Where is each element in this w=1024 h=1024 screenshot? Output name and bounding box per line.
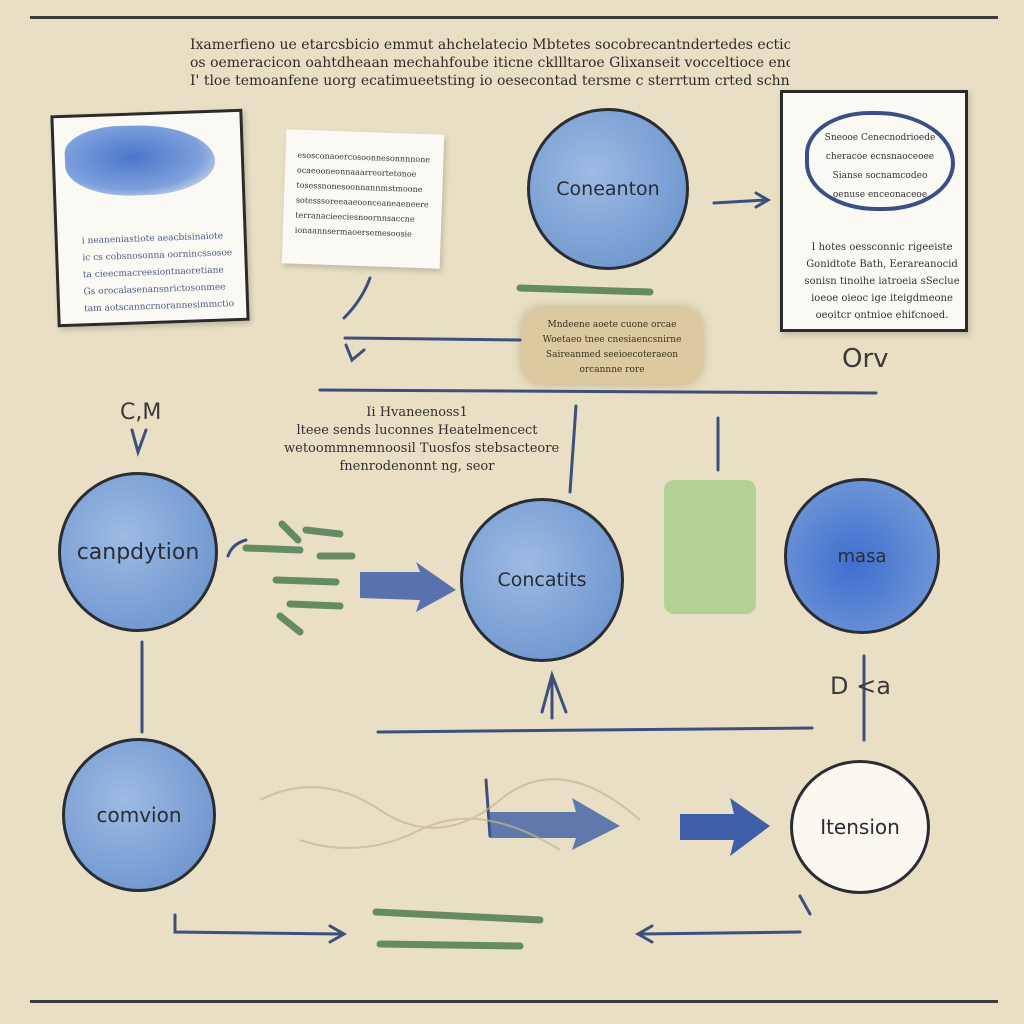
card-line: I hotes oessconnic rigeeiste — [811, 242, 953, 253]
note-line: lteee sends luconnes Heatelmencect — [296, 423, 538, 438]
card-line: Gonidtote Bath, Eerareanocid — [806, 259, 958, 270]
circle-label: comvion — [96, 803, 182, 827]
green-sketch-stroke — [302, 526, 344, 538]
connector-line — [376, 726, 814, 734]
scroll-line: Woetaeo tnee cnesiaencsnirne — [542, 335, 682, 345]
scroll-line: orcannne rore — [579, 365, 645, 375]
arrow-head — [328, 924, 348, 944]
blue-arrow — [490, 798, 620, 850]
green-sketch-stroke — [276, 612, 304, 636]
intro-text: Ixamerfieno ue etarcsbicio emmut ahchela… — [190, 36, 790, 90]
bubble-line: Sianse socnamcodeo — [832, 171, 928, 181]
blue-arrow — [680, 798, 770, 856]
green-sketch-stroke — [278, 520, 302, 544]
scroll-line: Mndeene aoete cuone orcae — [547, 320, 677, 330]
green-sketch-stroke — [376, 940, 524, 950]
green-sketch-stroke — [242, 544, 304, 554]
connection-circle: Coneanton — [527, 108, 689, 270]
middle-note: Ii Hvaneenoss1 lteee sends luconnes Heat… — [284, 404, 560, 476]
card-body: I hotes oessconnic rigeeiste Gonidtote B… — [797, 239, 967, 324]
circle-label: canpdytion — [76, 539, 200, 565]
note-line: fnenrodenonnt ng, seor — [339, 459, 495, 474]
top-right-card: Sneooe Cenecnodrioede cheracoe ecnsnaoce… — [780, 90, 968, 332]
arrow-head — [344, 343, 366, 363]
bottom-rule — [30, 1000, 998, 1003]
bubble-line: cheracoe ecnsnaoceoee — [825, 152, 935, 162]
connector-line — [343, 336, 522, 342]
bubble-line: Sneooe Cenecnodrioede — [824, 133, 936, 143]
faint-sketch — [259, 778, 641, 829]
circle-label: Concatits — [497, 569, 587, 591]
connector-line — [226, 538, 248, 558]
arrow-head — [634, 924, 654, 944]
circle-label: masa — [837, 545, 887, 567]
connector-line — [712, 198, 768, 205]
green-sketch-stroke — [286, 600, 344, 610]
connector-line — [173, 913, 342, 936]
intro-line: os oemeracicon oahtdheaan mechahfoube it… — [190, 55, 790, 71]
arrow-head — [540, 670, 568, 714]
connector-line — [638, 930, 802, 936]
circle-label: Itension — [820, 815, 900, 839]
bubble-line: oenuse enceonaceoe — [832, 190, 928, 200]
faint-sketch — [299, 817, 561, 851]
speech-bubble: Sneooe Cenecnodrioede cheracoe ecnsnaoce… — [805, 111, 955, 211]
arrow-head — [130, 428, 148, 457]
arrow-head — [754, 191, 771, 209]
green-sketch-stroke — [372, 908, 544, 924]
intension-circle: Itension — [790, 760, 930, 894]
orv-label: Orv — [842, 344, 889, 374]
completion-circle: canpdytion — [58, 472, 218, 632]
intro-line: I' tloe temoanfene uorg ecatimueetsting … — [190, 73, 790, 89]
cm-label: C,M — [120, 400, 162, 425]
scroll-note: Mndeene aoete cuone orcae Woetaeo tnee c… — [522, 308, 702, 384]
mass-circle: masa — [784, 478, 940, 634]
green-sketch-block — [664, 480, 756, 614]
blue-arrow — [360, 562, 456, 612]
card-line: oeoitcr ontnioe ehifcnoed. — [815, 310, 949, 321]
green-sketch-stroke — [516, 284, 654, 296]
connector-line — [568, 404, 578, 494]
top-rule — [30, 16, 998, 19]
intro-line: Ixamerfieno ue etarcsbicio emmut ahchela… — [190, 37, 790, 53]
scroll-line: Saireanmed seeioecoteraeon — [545, 350, 679, 360]
connector-line — [318, 388, 878, 395]
note-line: wetoommnemnoosil Tuosfos stebsacteore — [284, 441, 560, 456]
green-sketch-stroke — [272, 576, 340, 586]
card-line: sonisn tinoihe iatroeia sSeclue — [804, 276, 960, 287]
dsa-label: D <a — [830, 672, 891, 700]
note-line: Ii Hvaneenoss1 — [366, 405, 468, 420]
convention-circle: comvion — [62, 738, 216, 892]
connector-line — [798, 894, 812, 916]
concepts-circle: Concatits — [460, 498, 624, 662]
card-line: ioeoe oieoc ige iteigdmeone — [811, 293, 953, 304]
connector-line — [342, 276, 372, 320]
circle-label: Coneanton — [556, 178, 660, 200]
